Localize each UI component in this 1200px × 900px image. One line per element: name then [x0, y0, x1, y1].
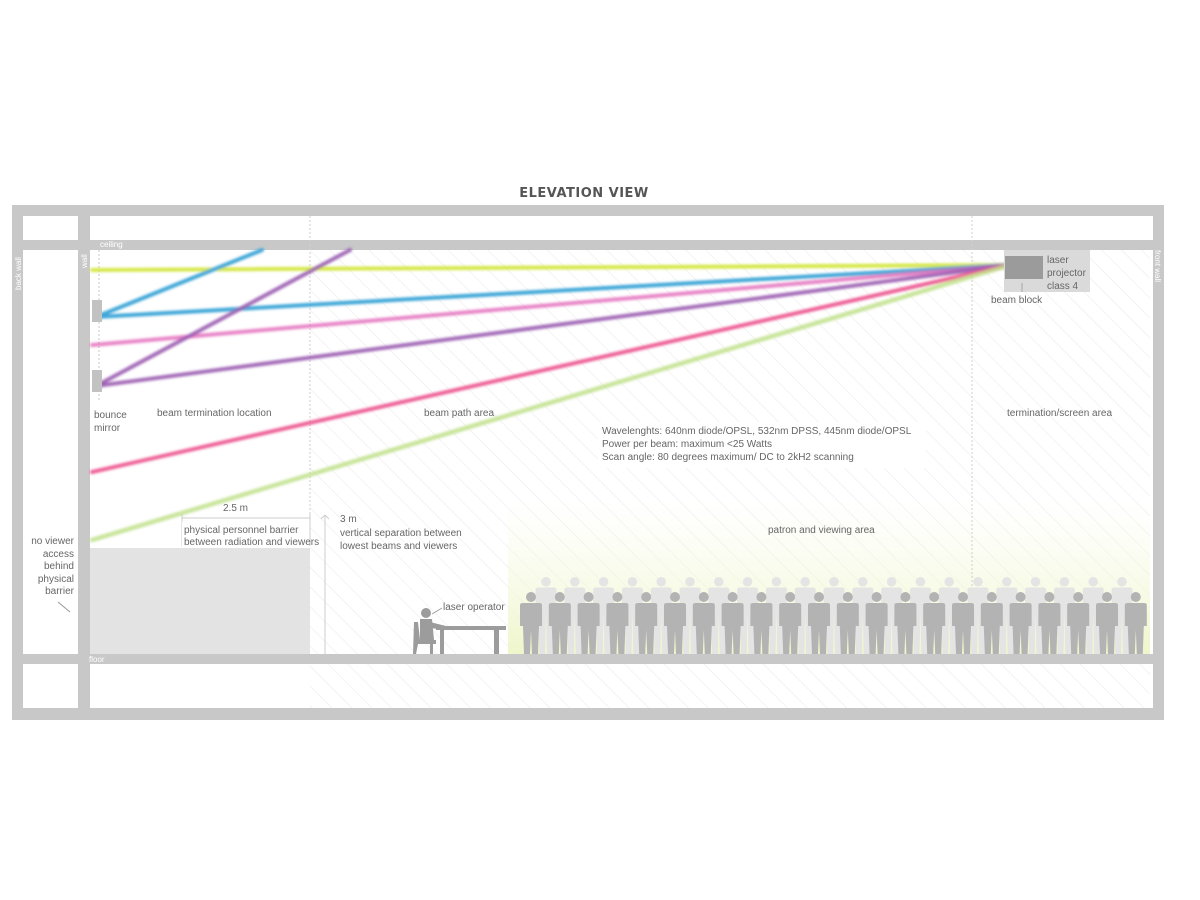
- termination-screen-label: termination/screen area: [1007, 408, 1113, 419]
- audience-member-front: [836, 592, 859, 654]
- separation-dimension: [320, 514, 330, 654]
- audience-member-front: [635, 592, 658, 654]
- front-wall: [1153, 205, 1164, 720]
- purple-beam: [94, 263, 1012, 388]
- beam-termination-label: beam termination location: [157, 408, 272, 419]
- audience-member-front: [865, 592, 888, 654]
- audience-member-front: [1096, 592, 1118, 654]
- wall-label: wall: [80, 254, 89, 268]
- audience-member-front: [923, 592, 946, 654]
- barrier-distance-label: 2.5 m: [223, 503, 249, 514]
- magenta-beam: [90, 263, 1012, 347]
- back-wall: [12, 205, 23, 720]
- audience-member-front: [779, 592, 802, 654]
- foundation-slab: [12, 708, 1164, 720]
- front-wall-label: front wall: [1153, 250, 1162, 283]
- pink-beam: [90, 263, 1012, 474]
- audience-member-front: [894, 592, 917, 654]
- audience-member-front: [1067, 592, 1090, 654]
- diagram-title: ELEVATION VIEW: [519, 186, 649, 201]
- laser-operator-label: laser operator: [443, 602, 505, 613]
- laser-projector: [1005, 256, 1043, 279]
- audience-front-row: [520, 592, 1147, 654]
- beam-path-label: beam path area: [424, 408, 495, 419]
- audience-member-front: [692, 592, 715, 654]
- laser-projector-label: laser projector class 4: [1047, 255, 1086, 292]
- barrier-note-box: [182, 522, 308, 548]
- bounce-mirror-upper: [92, 300, 102, 322]
- blue-reflected-beam: [94, 248, 264, 319]
- audience-member-front: [750, 592, 773, 654]
- roof-slab: [12, 205, 1164, 216]
- laser-beams: [89, 248, 1013, 543]
- beam-block-label: beam block: [991, 295, 1043, 306]
- laser-specs: Wavelenghts: 640nm diode/OPSL, 532nm DPS…: [602, 425, 911, 464]
- spec-scan-angle: Scan angle: 80 degrees maximum/ DC to 2k…: [602, 452, 854, 463]
- laser-operator-figure: [413, 608, 506, 654]
- audience-member-front: [980, 592, 1003, 654]
- separation-note-label: vertical separation between lowest beams…: [340, 528, 462, 552]
- floor-label: floor: [89, 655, 105, 664]
- audience-member-front: [1124, 592, 1147, 654]
- wall: [78, 216, 90, 708]
- patron-area-label: patron and viewing area: [768, 525, 875, 536]
- audience-member-front: [721, 592, 744, 654]
- blue-beam: [94, 263, 1012, 319]
- building-structure: [12, 205, 1164, 720]
- audience-member-front: [1009, 592, 1032, 654]
- back-wall-label: back wall: [14, 257, 23, 290]
- barrier-note-label: physical personnel barrier between radia…: [184, 525, 320, 548]
- no-viewer-label: no viewer access behind physical barrier: [31, 536, 74, 597]
- specs-box: [598, 422, 926, 468]
- audience-member-front: [664, 592, 686, 654]
- audience-member-front: [577, 592, 600, 654]
- audience-member-front: [952, 592, 974, 654]
- yellow-beam: [90, 263, 1012, 272]
- ceiling-label: ceiling: [100, 240, 123, 249]
- physical-barrier: [90, 548, 310, 654]
- audience-member-front: [606, 592, 629, 654]
- operator-pointer: [431, 607, 443, 615]
- purple-reflected-beam: [94, 248, 352, 388]
- audience-member-front: [548, 592, 571, 654]
- spec-power: Power per beam: maximum <25 Watts: [602, 439, 772, 450]
- separation-distance-label: 3 m: [340, 514, 357, 525]
- no-viewer-arrow: [57, 601, 71, 613]
- audience-member-front: [808, 592, 830, 654]
- underfloor-hatch: [310, 664, 1150, 708]
- bounce-mirror-lower: [92, 370, 102, 392]
- audience-member-front: [520, 592, 542, 654]
- green-beam: [89, 262, 1013, 543]
- audience-member-front: [1038, 592, 1061, 654]
- ceiling: [12, 240, 1164, 250]
- spec-wavelengths: Wavelenghts: 640nm diode/OPSL, 532nm DPS…: [602, 426, 912, 437]
- bounce-mirror-label: bounce mirror: [94, 410, 127, 434]
- floor: [12, 654, 1164, 664]
